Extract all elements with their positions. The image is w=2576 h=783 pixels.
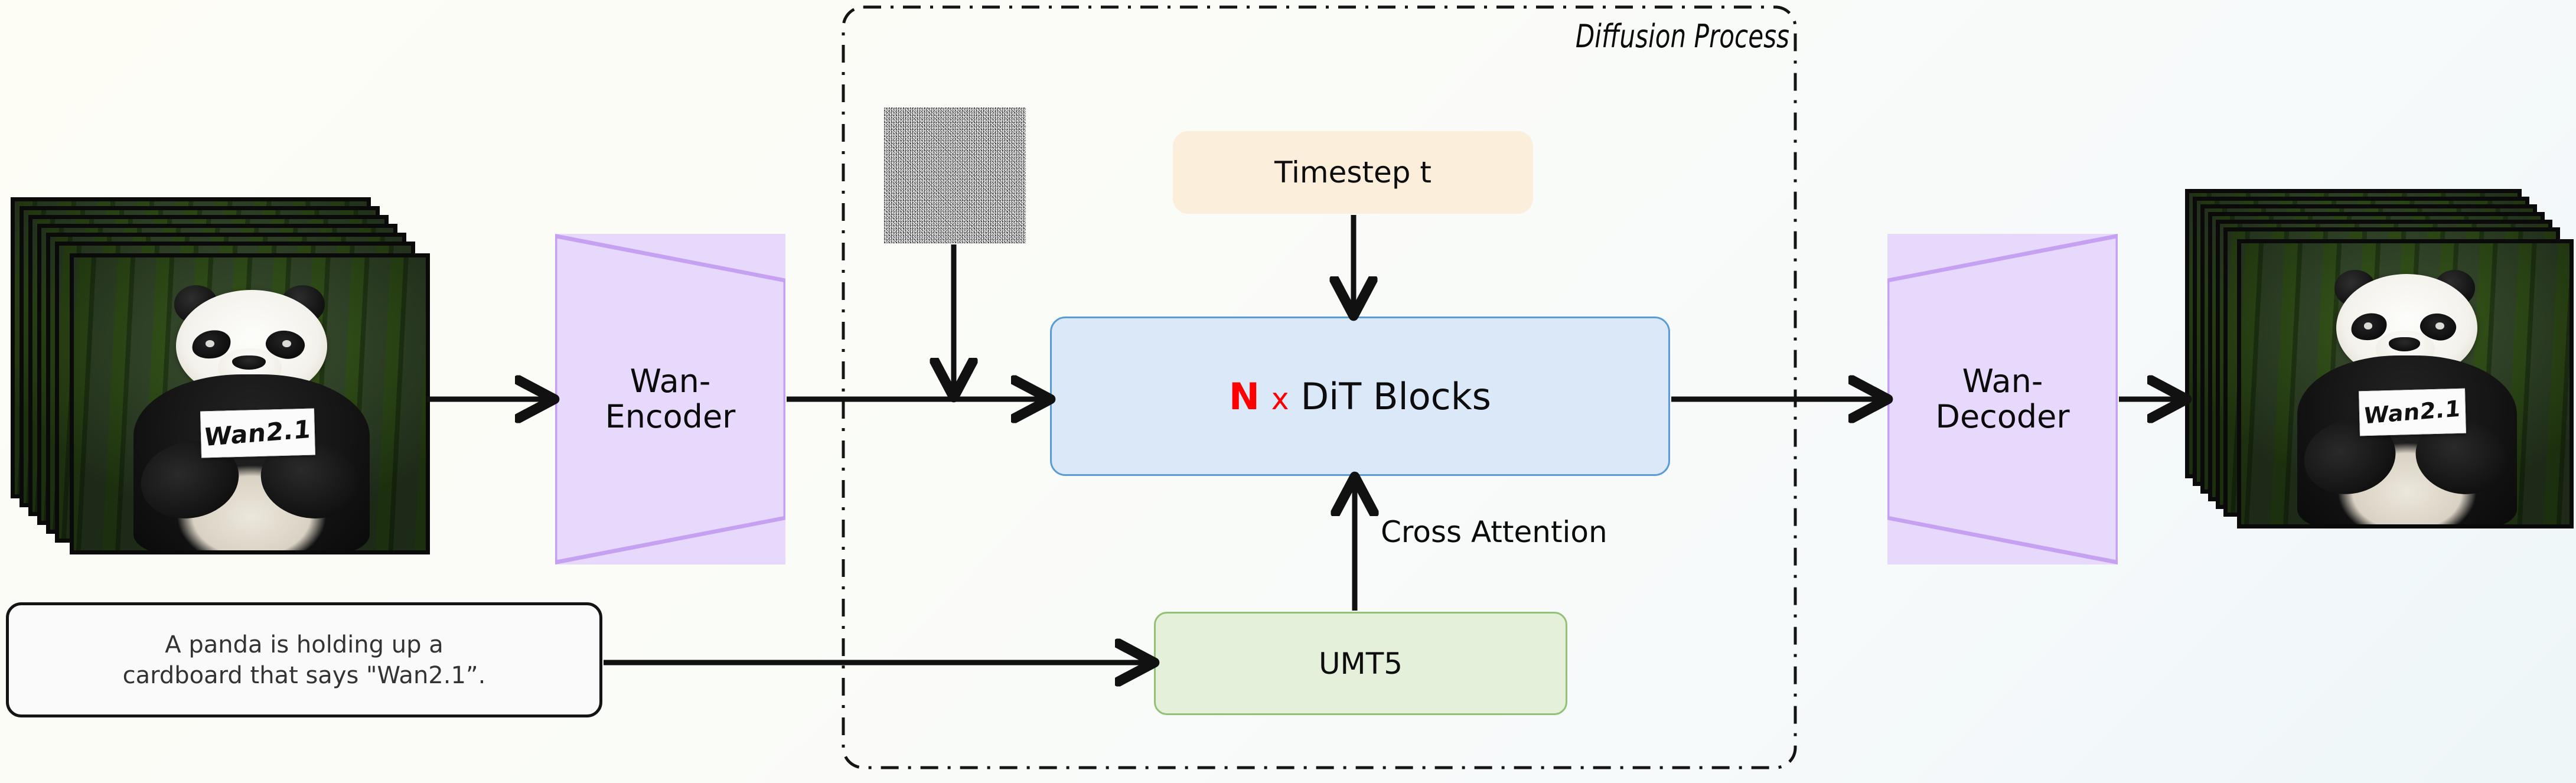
prompt-textbox[interactable]: A panda is holding up a cardboard that s…	[6, 602, 602, 717]
encoder-label-line2: Encoder	[605, 398, 736, 435]
input-frame-front: Wan2.1	[70, 253, 430, 554]
panda-sign: Wan2.1	[2359, 388, 2467, 436]
diffusion-process-border	[842, 5, 1797, 769]
output-frame-front: Wan2.1	[2237, 239, 2574, 528]
timestep-label: Timestep t	[1274, 155, 1432, 190]
output-frame-stack: Wan2.1	[2185, 189, 2575, 555]
encoder-label: Wan- Encoder	[605, 362, 736, 435]
wan-decoder-node[interactable]: Wan- Decoder	[1887, 234, 2118, 565]
decoder-label: Wan- Decoder	[1935, 362, 2070, 435]
input-frame-stack: Wan2.1	[11, 197, 430, 554]
prompt-line-2: cardboard that says "Wan2.1”.	[122, 661, 486, 689]
dit-x-symbol: x	[1271, 381, 1289, 416]
dit-blocks-node[interactable]: N x DiT Blocks	[1050, 317, 1670, 476]
panda-pupil-left	[2363, 322, 2373, 329]
panda-pupil-right	[2435, 322, 2444, 329]
decoder-label-line1: Wan-	[1962, 362, 2043, 400]
noise-latent-patch	[884, 107, 1026, 243]
panda-pupil-left	[205, 340, 215, 347]
wan-encoder-node[interactable]: Wan- Encoder	[555, 234, 785, 565]
decoder-fill	[1889, 238, 2116, 560]
timestep-node[interactable]: Timestep t	[1173, 131, 1533, 214]
cross-attention-label: Cross Attention	[1381, 515, 1607, 549]
dit-blocks-text: DiT Blocks	[1300, 374, 1491, 418]
dit-n-multiplier: N	[1229, 374, 1260, 418]
panda-nose	[2389, 337, 2420, 351]
encoder-fill	[557, 238, 784, 560]
panda-sign-text: Wan2.1	[2363, 394, 2462, 429]
decoder-label-line2: Decoder	[1935, 398, 2070, 435]
diffusion-process-title: Diffusion Process	[1575, 18, 1789, 55]
panda-sign: Wan2.1	[200, 408, 315, 458]
umt5-label: UMT5	[1318, 646, 1403, 681]
umt5-node[interactable]: UMT5	[1154, 612, 1567, 715]
panda-sign-text: Wan2.1	[203, 414, 312, 452]
panda-pupil-right	[282, 340, 292, 347]
panda-nose	[232, 355, 266, 370]
prompt-line-1: A panda is holding up a	[165, 631, 444, 658]
encoder-label-line1: Wan-	[630, 362, 711, 400]
diffusion-process-container	[841, 5, 1798, 770]
dit-blocks-label: N x DiT Blocks	[1229, 375, 1491, 418]
